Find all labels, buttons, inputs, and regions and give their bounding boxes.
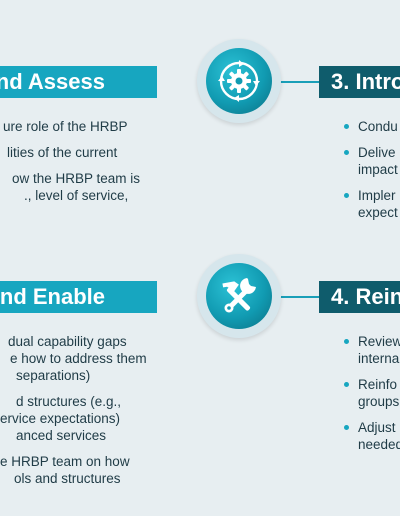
section-2-list: dual capability gaps e how to address th… <box>0 333 147 496</box>
list-item: dual capability gaps e how to address th… <box>8 334 147 383</box>
list-item: Condu <box>344 118 398 135</box>
list-item: ow the HRBP team is ., level of service, <box>12 171 141 203</box>
section-2-title: nd Enable <box>0 284 105 309</box>
tools-circle <box>197 254 281 338</box>
section-1-banner: nd Assess <box>0 66 157 98</box>
section-3-title: 3. Intro <box>331 69 400 94</box>
section-1-list: ure role of the HRBP lities of the curre… <box>0 118 140 213</box>
gear-circle <box>197 39 281 123</box>
list-item: ure role of the HRBP <box>3 119 128 134</box>
section-4-title: 4. Rein <box>331 284 400 309</box>
section-4-banner: 4. Rein <box>319 281 400 313</box>
tools-icon <box>206 263 272 329</box>
list-item: lities of the current <box>7 145 118 160</box>
connector-top <box>279 81 319 83</box>
section-3-banner: 3. Intro <box>319 66 400 98</box>
list-item: d structures (e.g., ervice expectations)… <box>0 394 122 443</box>
section-2-banner: nd Enable <box>0 281 157 313</box>
list-item: e HRBP team on how ols and structures <box>0 454 130 486</box>
connector-bottom <box>279 296 319 298</box>
gear-cycle-icon <box>206 48 272 114</box>
section-1-title: nd Assess <box>0 69 105 94</box>
